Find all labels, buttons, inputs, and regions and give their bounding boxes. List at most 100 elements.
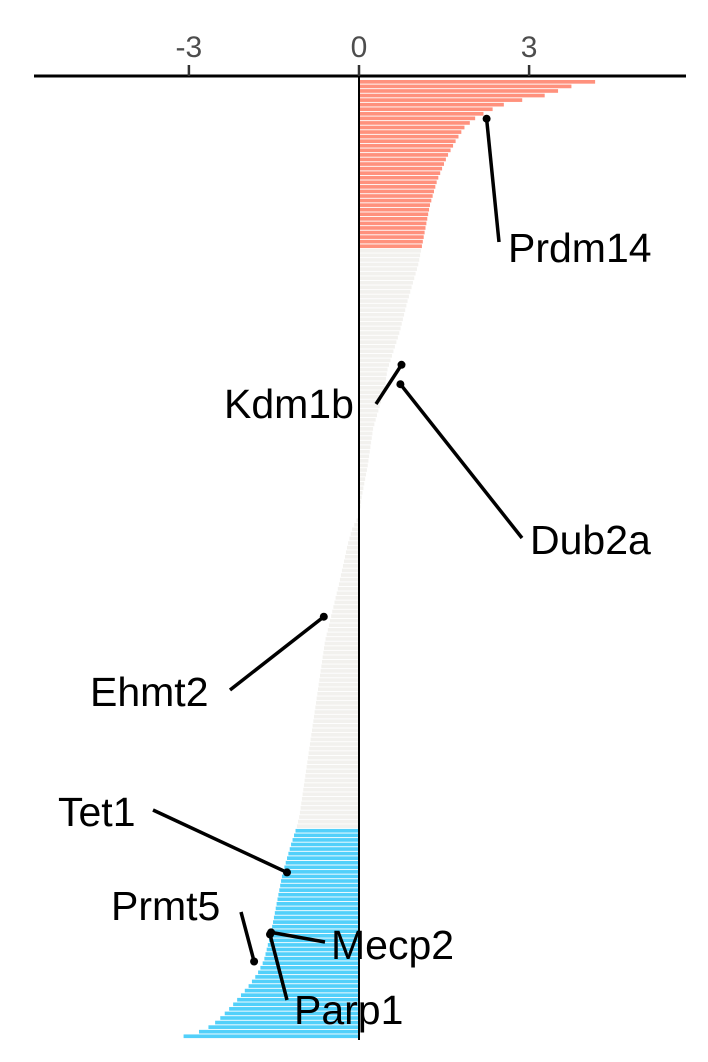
- bar: [359, 98, 523, 102]
- bar: [359, 89, 559, 93]
- bar: [359, 404, 380, 408]
- bar: [359, 312, 405, 317]
- bar: [359, 244, 422, 249]
- gene-point: [250, 957, 259, 966]
- bar: [305, 769, 359, 774]
- bar: [198, 1029, 359, 1034]
- bar: [260, 965, 359, 970]
- bar: [359, 390, 384, 395]
- bar: [345, 550, 359, 555]
- bar: [335, 596, 359, 600]
- bar: [354, 522, 359, 527]
- bar: [265, 952, 359, 956]
- bar: [359, 221, 427, 226]
- bar: [359, 422, 375, 427]
- bar: [303, 787, 359, 792]
- x-tick-label: 3: [521, 31, 538, 64]
- gene-label: Kdm1b: [224, 381, 354, 427]
- bar: [359, 166, 443, 171]
- bar: [359, 116, 476, 121]
- bar: [359, 280, 413, 285]
- bar: [359, 294, 409, 299]
- bar: [359, 239, 423, 244]
- bar: [291, 842, 359, 847]
- bar: [304, 778, 359, 783]
- bar: [323, 650, 359, 655]
- x-tick-label: 0: [351, 31, 368, 64]
- bar: [309, 746, 359, 751]
- bar: [280, 883, 359, 888]
- bar: [359, 253, 421, 258]
- bar: [316, 696, 359, 701]
- bar: [311, 728, 359, 733]
- bar: [301, 796, 359, 801]
- bar: [359, 299, 408, 303]
- gene-label: Dub2a: [530, 517, 651, 563]
- bar: [317, 691, 359, 696]
- bar: [359, 194, 433, 198]
- bar: [359, 276, 415, 281]
- bar: [277, 897, 359, 902]
- bar: [285, 860, 359, 865]
- bar: [359, 189, 434, 194]
- bar: [224, 1011, 359, 1016]
- bar: [341, 568, 359, 573]
- bar: [352, 527, 359, 532]
- gene-label: Ehmt2: [90, 669, 209, 715]
- bar: [208, 1025, 359, 1029]
- bar: [319, 673, 359, 678]
- bar: [327, 628, 359, 632]
- bar: [274, 911, 359, 915]
- bar: [359, 354, 392, 358]
- bar: [359, 175, 439, 180]
- bar: [359, 217, 428, 221]
- bar: [334, 600, 359, 605]
- bar: [267, 943, 359, 947]
- bar: [359, 157, 446, 162]
- gene-label-connector: [399, 383, 524, 540]
- bar: [270, 933, 359, 938]
- bar: [279, 888, 359, 892]
- bar: [359, 162, 444, 166]
- bar: [340, 573, 359, 577]
- bar: [315, 705, 359, 710]
- bar: [284, 865, 359, 870]
- bar: [244, 988, 359, 993]
- bar: [359, 335, 398, 340]
- bar: [326, 632, 359, 637]
- bar: [311, 733, 359, 737]
- bar: [307, 755, 359, 760]
- bar: [359, 134, 459, 139]
- bar: [314, 710, 359, 714]
- bar: [333, 605, 359, 609]
- bar: [220, 1016, 359, 1020]
- bar: [349, 536, 359, 541]
- gene-label: Mecp2: [331, 922, 454, 968]
- bar: [359, 139, 456, 144]
- bar: [359, 440, 372, 445]
- gene-point: [397, 360, 406, 369]
- bar: [240, 993, 359, 997]
- bar: [276, 902, 359, 906]
- bar: [359, 248, 422, 253]
- bar: [359, 121, 470, 125]
- bar: [283, 870, 359, 874]
- bar: [359, 436, 372, 440]
- bar: [359, 102, 504, 107]
- bar: [359, 171, 441, 175]
- bar: [359, 153, 449, 157]
- bar: [330, 618, 359, 623]
- bar: [359, 413, 377, 418]
- bar: [359, 198, 432, 203]
- bar: [343, 559, 359, 564]
- gene-label-connector: [270, 930, 326, 944]
- bar: [359, 486, 364, 491]
- bar: [299, 810, 359, 815]
- bar: [359, 449, 370, 454]
- bar: [359, 367, 388, 372]
- bar: [359, 477, 366, 481]
- bar: [348, 541, 359, 545]
- bar: [359, 258, 420, 262]
- bar: [318, 682, 359, 687]
